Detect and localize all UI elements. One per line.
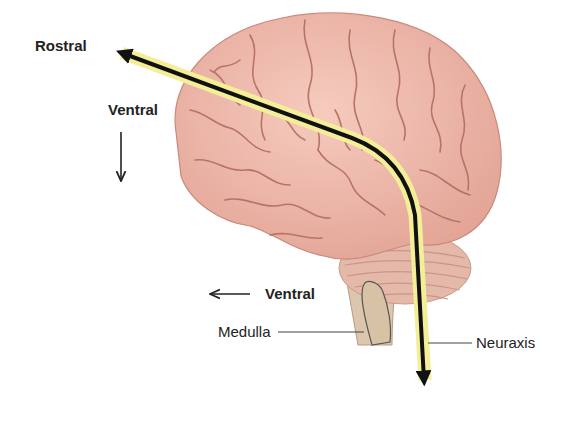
direction-arrow bbox=[120, 132, 122, 180]
structure-label: Medulla bbox=[218, 323, 271, 341]
neuraxis-arrow bbox=[122, 53, 424, 380]
direction-label: Rostral bbox=[35, 37, 87, 55]
medulla-shape bbox=[362, 281, 391, 345]
direction-arrow bbox=[211, 293, 250, 295]
direction-label: Ventral bbox=[265, 285, 315, 303]
structure-label: Neuraxis bbox=[476, 334, 535, 352]
neuraxis-band bbox=[122, 53, 425, 380]
leader-line bbox=[428, 343, 472, 344]
leader-line bbox=[278, 332, 364, 333]
direction-label: Ventral bbox=[108, 101, 158, 119]
